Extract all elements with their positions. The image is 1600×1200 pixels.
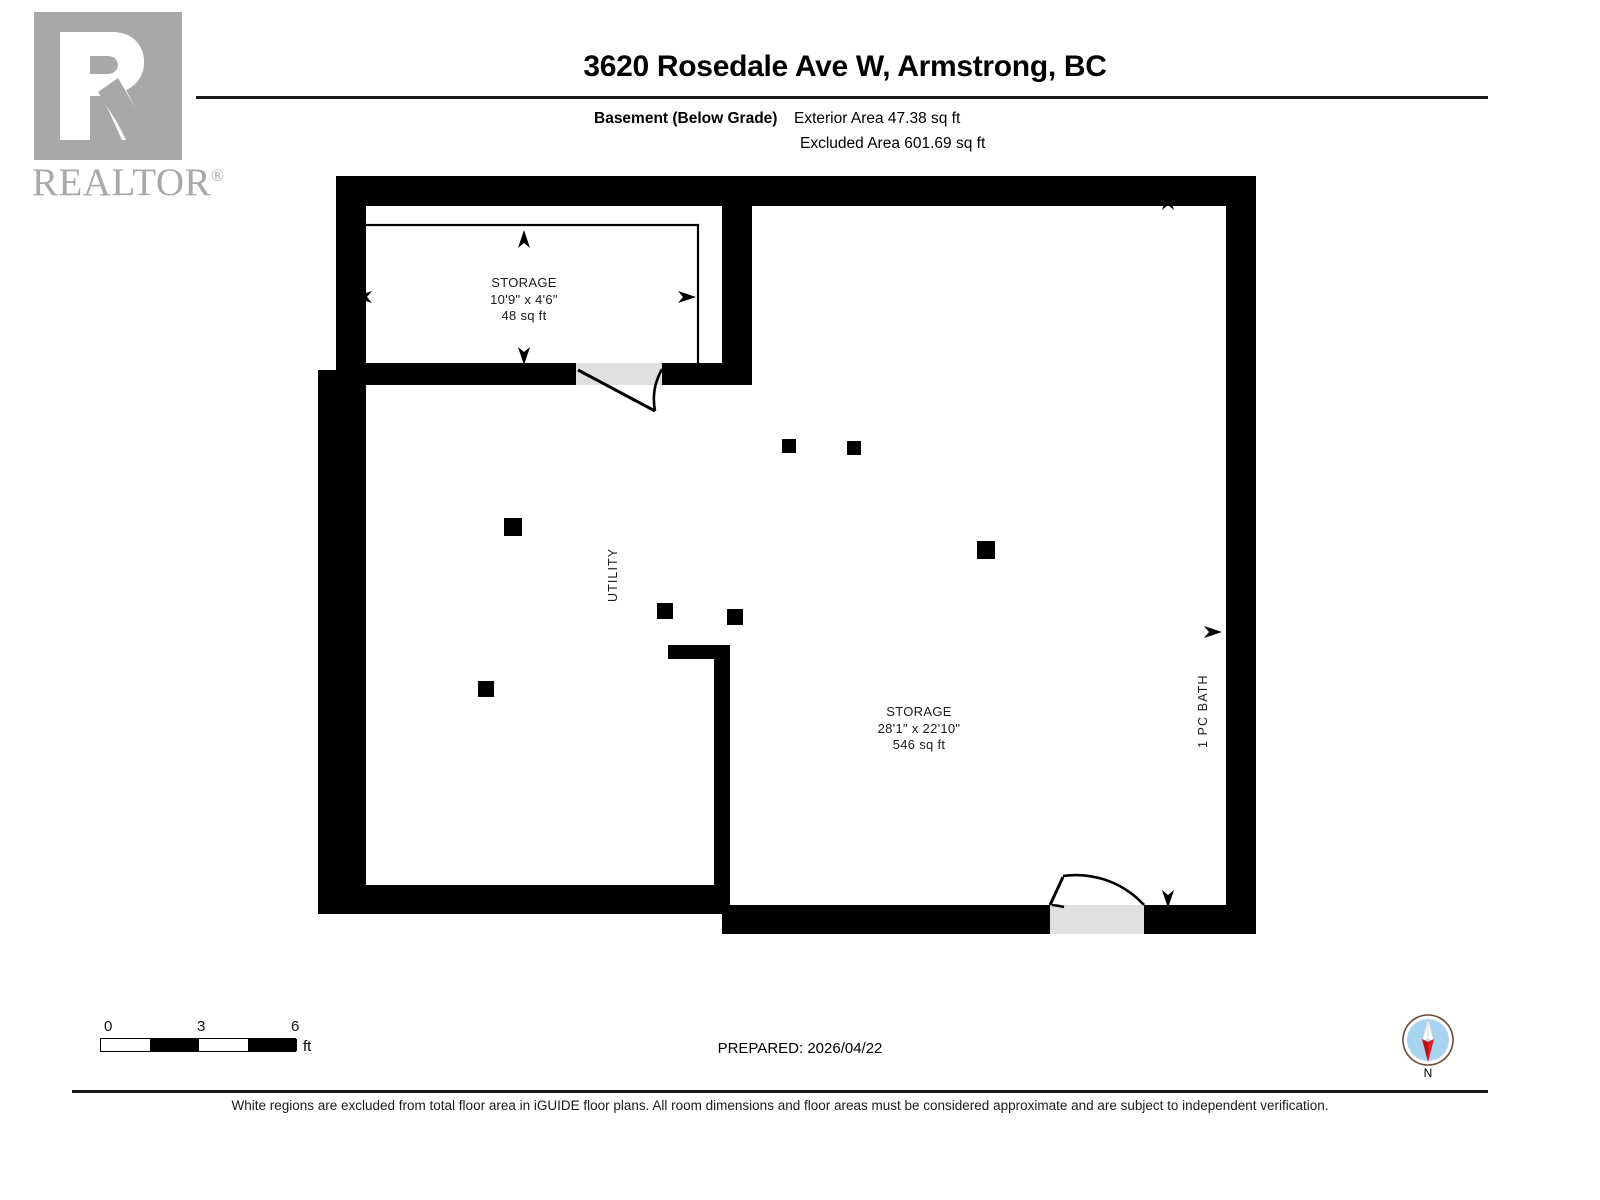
storage-room-small-outline: [350, 223, 700, 367]
room-label-utility: UTILITY: [606, 547, 620, 602]
level-name: Basement (Below Grade): [594, 110, 778, 127]
door-bath: [1048, 873, 1145, 934]
dimension-arrows: [348, 192, 1222, 908]
interior-walls: [336, 176, 752, 907]
room-area: 48 sq ft: [501, 308, 547, 323]
page-title: 3620 Rosedale Ave W, Armstrong, BC: [583, 50, 1107, 83]
realtor-wordmark-text: REALTOR: [32, 161, 212, 204]
room-name: STORAGE: [886, 704, 952, 719]
room-name: STORAGE: [491, 275, 557, 290]
door-storage-small: [576, 363, 664, 413]
fixture-post: [504, 518, 522, 536]
fixture-post: [657, 603, 673, 619]
compass-rose-icon: [1402, 1014, 1454, 1066]
room-area: 546 sq ft: [892, 737, 946, 752]
realtor-logo: REALTOR®: [32, 12, 224, 204]
disclaimer-text: White regions are excluded from total fl…: [231, 1098, 1329, 1113]
title-divider: [196, 96, 1488, 99]
scale-tick-3: 3: [197, 1018, 206, 1035]
fixture-post: [478, 681, 494, 697]
compass-north-label: N: [1423, 1066, 1433, 1080]
exterior-area: Exterior Area 47.38 sq ft: [794, 110, 961, 127]
scale-tick-6: 6: [291, 1018, 300, 1035]
fixture-post: [977, 541, 995, 559]
realtor-wordmark: REALTOR®: [32, 160, 232, 205]
room-label-bath: 1 PC BATH: [1196, 674, 1210, 748]
floor-fixtures: [478, 439, 995, 697]
excluded-area: Excluded Area 601.69 sq ft: [800, 135, 986, 152]
scale-segment: [248, 1039, 297, 1051]
level-summary: Basement (Below Grade) Exterior Area 47.3…: [594, 106, 1294, 156]
fixture-post: [782, 439, 796, 453]
room-label-storage-small: STORAGE 10'9" x 4'6" 48 sq ft: [424, 275, 624, 325]
room-dimensions: 28'1" x 22'10": [877, 720, 961, 736]
prepared-date: PREPARED: 2026/04/22: [717, 1040, 883, 1057]
registered-mark: ®: [211, 166, 225, 185]
room-dimensions: 10'9" x 4'6": [490, 291, 558, 307]
scale-tick-0: 0: [104, 1018, 113, 1035]
room-label-storage-main: STORAGE 28'1" x 22'10" 546 sq ft: [812, 704, 1026, 754]
scale-unit-label: ft: [303, 1038, 312, 1055]
realtor-r-mark: [34, 12, 182, 160]
footer-divider: [72, 1090, 1488, 1093]
level-summary-line-1: Basement (Below Grade) Exterior Area 47.3…: [594, 106, 1294, 131]
fixture-post: [727, 609, 743, 625]
scale-segment: [150, 1039, 199, 1051]
fixture-post: [847, 441, 861, 455]
scale-bar: [100, 1038, 297, 1052]
